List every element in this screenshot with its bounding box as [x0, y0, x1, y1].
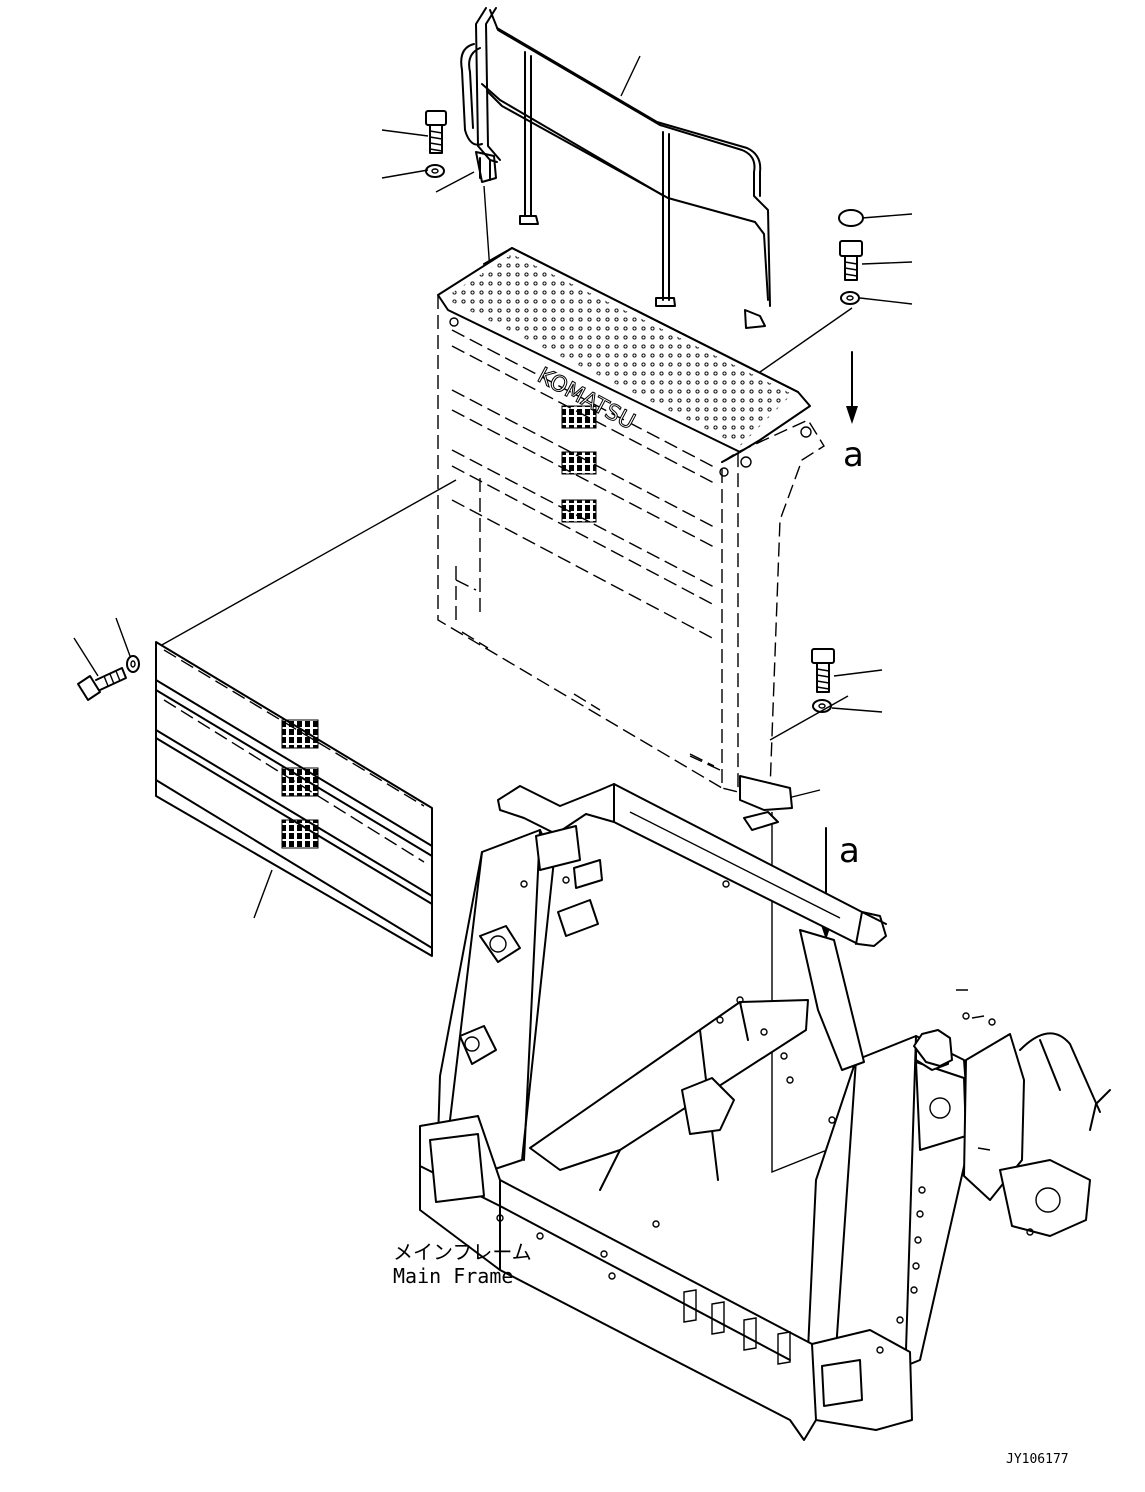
bracket [739, 775, 793, 831]
view-letter-bottom: a [839, 831, 860, 871]
washer-left [126, 655, 140, 673]
main-frame [419, 783, 1111, 1441]
radiator-guard [437, 247, 825, 793]
main-frame-label-en: Main Frame [393, 1264, 513, 1288]
main-frame-label-jp: メインフレーム [393, 1240, 532, 1264]
side-panel [155, 641, 433, 957]
bolt-right-lower [811, 648, 835, 693]
washer-top-right [840, 291, 860, 305]
view-letter-top: a [843, 435, 864, 475]
cap-plug [838, 209, 864, 227]
handrail [460, 7, 771, 329]
washer-top-left [425, 164, 445, 178]
leader-lines [73, 55, 913, 1174]
bolt-top-left [425, 110, 447, 154]
bolt-left [77, 667, 127, 701]
view-arrow-top [846, 351, 858, 424]
drawing-number: JY106177 [1006, 1452, 1069, 1467]
bolt-top-right [839, 240, 863, 281]
